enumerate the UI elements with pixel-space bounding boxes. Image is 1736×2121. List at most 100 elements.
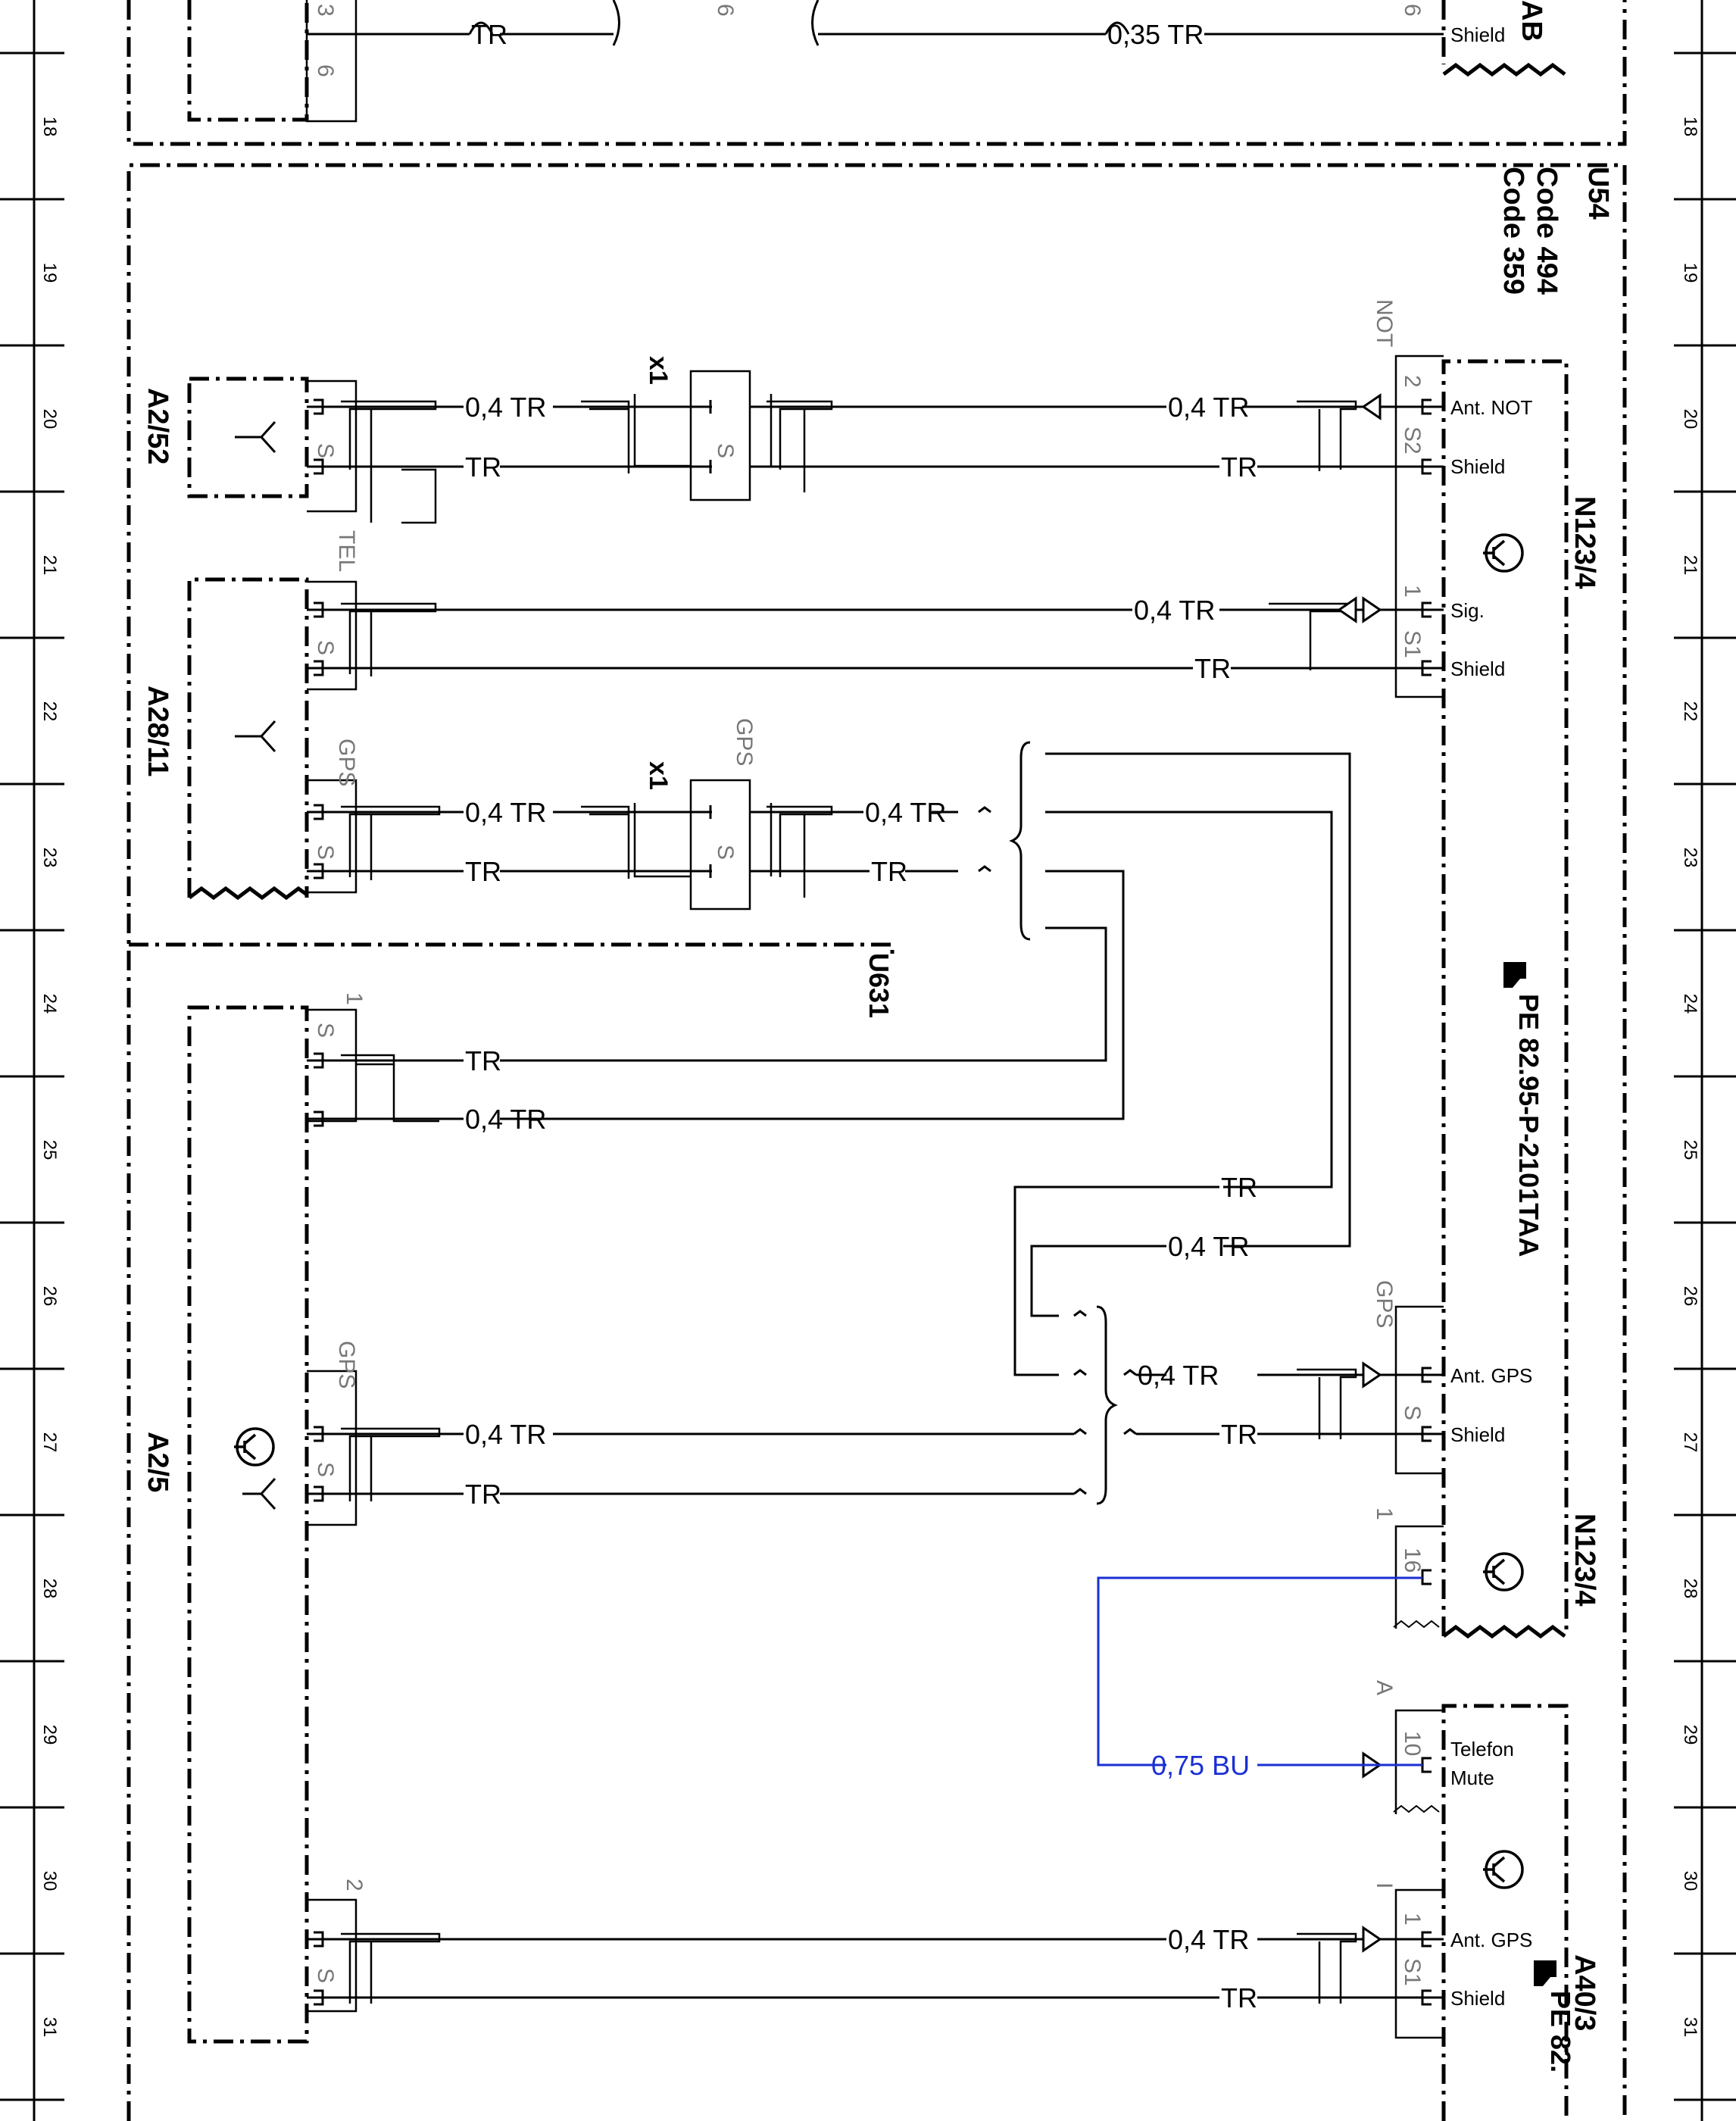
blue-wire-telefon-mute: [1097, 1576, 1422, 1766]
wire-return-tr: [1013, 1185, 1219, 1376]
ruler-number-right: 30: [1680, 1871, 1700, 1891]
arrow-bottom-ant-gps: [1362, 1926, 1382, 1953]
grey-label-pin-2: 2: [1400, 375, 1425, 388]
wire-label: TR: [1221, 1172, 1257, 1203]
signal-arrows: [1337, 393, 1382, 1953]
wire-route-4: [500, 926, 1107, 1062]
label-n123-4-bottom: N123/4: [1569, 1513, 1600, 1607]
ruler-number-right: 31: [1680, 2017, 1700, 2038]
arrow-ant-not: [1361, 393, 1382, 420]
transistor-icon: [1483, 1552, 1524, 1592]
break-marks: [188, 62, 1566, 1639]
grey-label-pin-i: I: [1372, 1882, 1397, 1888]
label-pe-main: PE 82.95-P-2101TAA: [1513, 994, 1544, 1257]
ruler-number-right: 29: [1680, 1725, 1700, 1745]
grey-label-pin-6: 6: [313, 64, 338, 77]
pin-label-shield: Shield: [1450, 658, 1505, 680]
wire-route-3: [500, 870, 1125, 1120]
ruler-number-left: 22: [39, 701, 60, 722]
grey-label-pin-s: S: [1400, 1405, 1425, 1420]
arrow-ant-gps: [1362, 1361, 1382, 1388]
label-u631: U631: [863, 953, 895, 1018]
top-left-box: [187, 0, 309, 122]
ruler-number-left: 18: [39, 117, 60, 137]
transistor-icon: [234, 1427, 275, 1467]
bundle-braces: [468, 0, 1137, 1505]
transistor-symbols: [234, 533, 1524, 1889]
ruler-number-right: 24: [1680, 994, 1700, 1014]
antenna-icon: [235, 420, 276, 454]
grey-label-pin-s: S: [713, 845, 738, 860]
wire-label: 0,4 TR: [1168, 392, 1249, 423]
a28-11-box: [187, 577, 309, 898]
ruler-number-right: 23: [1680, 848, 1700, 868]
ruler-number-right: 28: [1680, 1579, 1700, 1599]
ruler-number-left: 31: [39, 2017, 60, 2038]
grey-label-pin-s: S: [313, 640, 338, 655]
ruler-number-left: 24: [39, 994, 60, 1014]
pointing-hand-icons: [1503, 962, 1556, 1986]
grey-label-gps: GPS: [1372, 1280, 1397, 1328]
arrow-sig-right: [1362, 596, 1382, 623]
transistor-icon: [1483, 1850, 1524, 1889]
wire-label: 0,4 TR: [1134, 595, 1215, 626]
right-ruler: [1674, 0, 1736, 2121]
wire-label: 0,4 TR: [1168, 1231, 1249, 1262]
a2-52-box: [187, 376, 309, 498]
ab-break: [1442, 62, 1566, 77]
ruler-number-left: 19: [39, 263, 60, 283]
ruler-number-left: 21: [39, 555, 60, 576]
antenna-icon: [235, 720, 276, 753]
wire-route-2: [1057, 811, 1333, 1189]
wire-label: 0,4 TR: [1138, 1360, 1219, 1391]
grey-label-pin-s: S: [313, 1462, 338, 1477]
pin-label-shield: Shield: [1450, 1423, 1505, 1446]
grey-label-pin-2: 2: [342, 1879, 367, 1891]
ruler-number-right: 25: [1680, 1140, 1700, 1160]
ruler-number-left: 25: [39, 1140, 60, 1160]
grey-label-gps: GPS: [334, 1341, 359, 1388]
grey-label-pin-s2: S2: [1400, 426, 1425, 454]
antenna-icon: [242, 1477, 276, 1510]
grey-label-pin-s: S: [313, 1023, 338, 1038]
pin-function-labels: Ant. NOT Shield Sig. Shield Ant. GPS Shi…: [1450, 23, 1532, 2010]
top-group-border: [126, 0, 1627, 146]
grey-label-pin-1: 1: [342, 992, 367, 1005]
grey-label-not: NOT: [1372, 299, 1397, 347]
ruler-number-left: 20: [39, 409, 60, 430]
grey-label-pin-16: 16: [1400, 1548, 1425, 1573]
grey-label-pin-a: A: [1372, 1680, 1397, 1695]
wire-label: TR: [1194, 653, 1231, 684]
grey-label-pin-3: 3: [313, 4, 338, 17]
ruler-number-left: 26: [39, 1286, 60, 1307]
u54-group-border: [126, 163, 1627, 2121]
ruler-number-right: 22: [1680, 701, 1700, 722]
plug-brackets: [305, 0, 1444, 2039]
wires: [307, 33, 1444, 1999]
small-break-marks: [1393, 1620, 1440, 1813]
wire-label: 0,35 TR: [1107, 19, 1204, 50]
pin-label-sig: Sig.: [1450, 599, 1485, 622]
n123-4-box: [1441, 359, 1569, 1636]
grey-label-pin-6: 6: [713, 4, 738, 17]
pin-label-shield: Shield: [1450, 23, 1505, 46]
wire-label: TR: [1221, 1419, 1257, 1450]
grey-label-tel: TEL: [334, 530, 359, 572]
a40-3-box: [1441, 1704, 1569, 2121]
ruler-number-left: 27: [39, 1432, 60, 1453]
wire-label: TR: [465, 1045, 501, 1076]
label-a2-52: A2/52: [142, 388, 173, 464]
label-a28-11: A28/11: [142, 686, 173, 776]
arrow-sig-left: [1337, 596, 1357, 623]
pin-label-mute: Mute: [1450, 1766, 1494, 1789]
label-code-494: Code 494: [1531, 167, 1563, 295]
ruler-number-left: 23: [39, 848, 60, 868]
brace-gps-u631: [1009, 741, 1031, 941]
grey-label-pin-10: 10: [1400, 1731, 1425, 1756]
ruler-number-right: 21: [1680, 555, 1700, 576]
wire-label: TR: [1221, 1982, 1257, 2013]
left-ruler: [0, 0, 64, 2121]
brace-gps-a25: [1096, 1305, 1118, 1505]
